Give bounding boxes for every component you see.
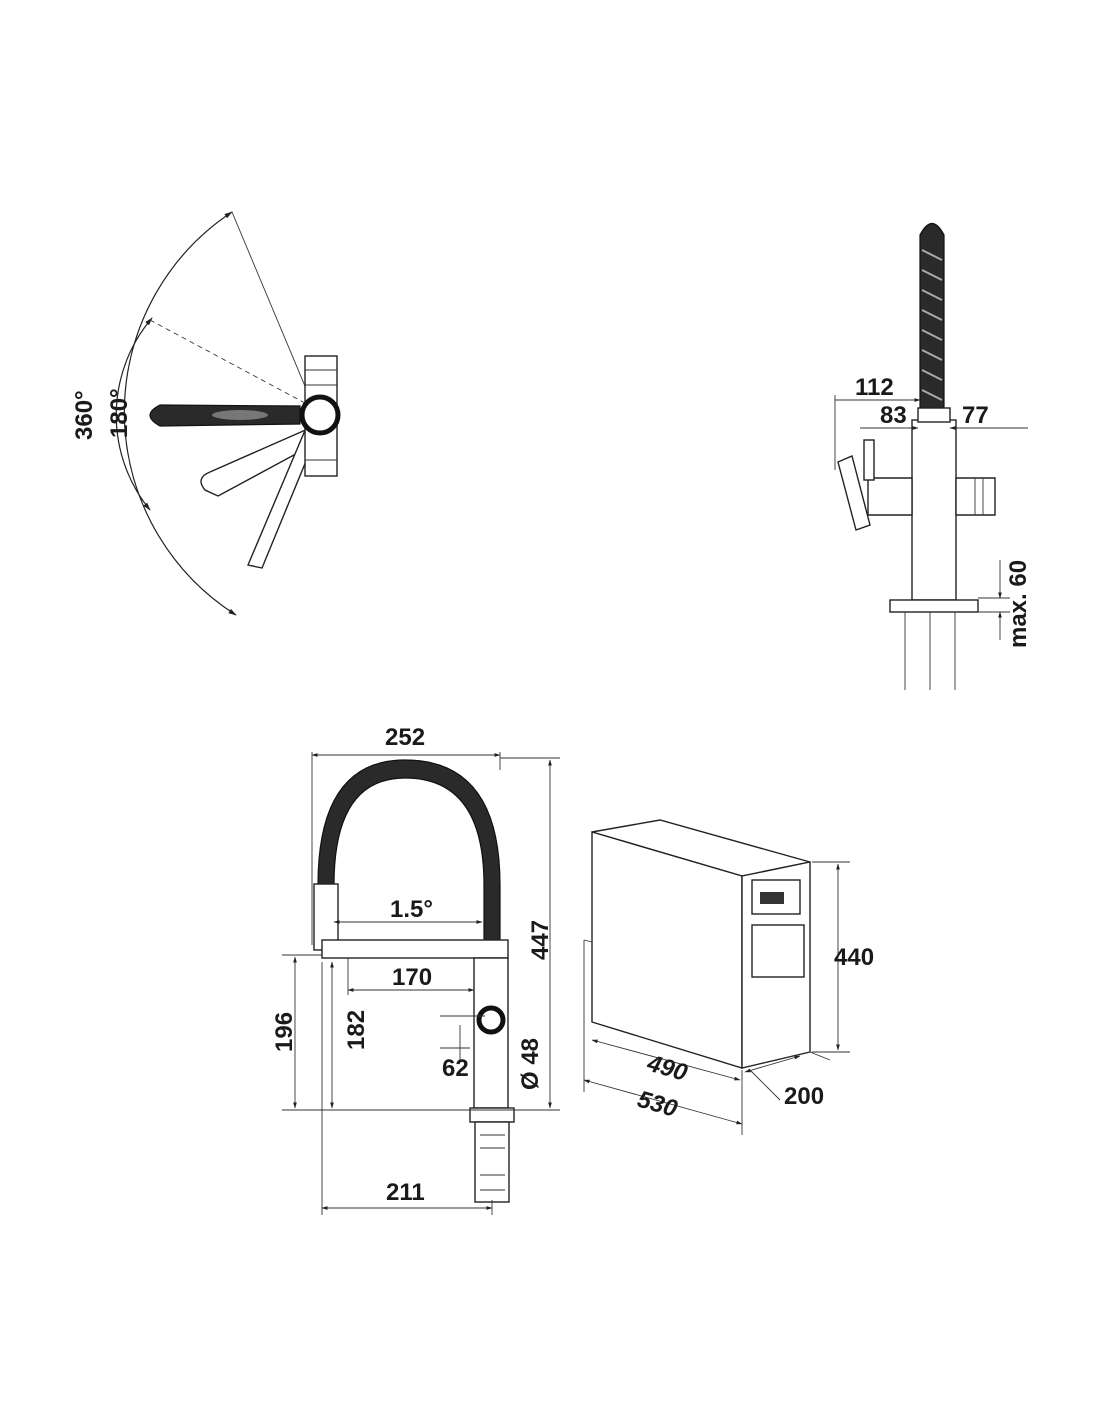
front-handle-ring (476, 1005, 506, 1035)
right-handle (955, 477, 996, 516)
front-view: 252 1.5° 170 447 196 182 62 Ø 48 211 (271, 724, 560, 1215)
rotation-arc-360 (123, 211, 237, 616)
label-211: 211 (386, 1179, 425, 1206)
label-83: 83 (880, 402, 907, 429)
tap-handle-ring (299, 394, 341, 436)
guide-line (231, 211, 316, 411)
label-440: 440 (834, 944, 874, 971)
label-530: 530 (634, 1086, 681, 1123)
label-77: 77 (962, 402, 989, 429)
label-490: 490 (643, 1050, 691, 1087)
label-62: 62 (442, 1055, 469, 1082)
label-1-5-deg: 1.5° (390, 896, 433, 923)
label-200: 200 (784, 1083, 824, 1110)
label-360: 360° (71, 390, 98, 440)
label-447: 447 (527, 920, 554, 960)
label-max60: max. 60 (1005, 560, 1032, 648)
label-170: 170 (392, 964, 432, 991)
boiler-door (751, 924, 805, 978)
label-d48: Ø 48 (517, 1038, 544, 1090)
lever (837, 455, 871, 531)
label-112: 112 (855, 374, 894, 401)
tap-column (911, 419, 957, 601)
spout-arm (321, 939, 509, 959)
rotation-arc-180 (115, 317, 153, 511)
hose-dark (919, 222, 945, 411)
boiler-view: 440 490 530 200 (583, 819, 874, 1135)
label-182: 182 (343, 1010, 370, 1050)
left-handle (867, 477, 913, 516)
guide-line (149, 319, 319, 411)
label-180: 180° (106, 388, 133, 438)
top-view: 360° 180° (71, 211, 341, 616)
side-view: 112 83 77 max. 60 (834, 222, 1032, 690)
gooseneck-hose (317, 759, 501, 941)
tap-base (889, 599, 979, 613)
label-196: 196 (271, 1012, 298, 1052)
label-252: 252 (385, 724, 425, 751)
